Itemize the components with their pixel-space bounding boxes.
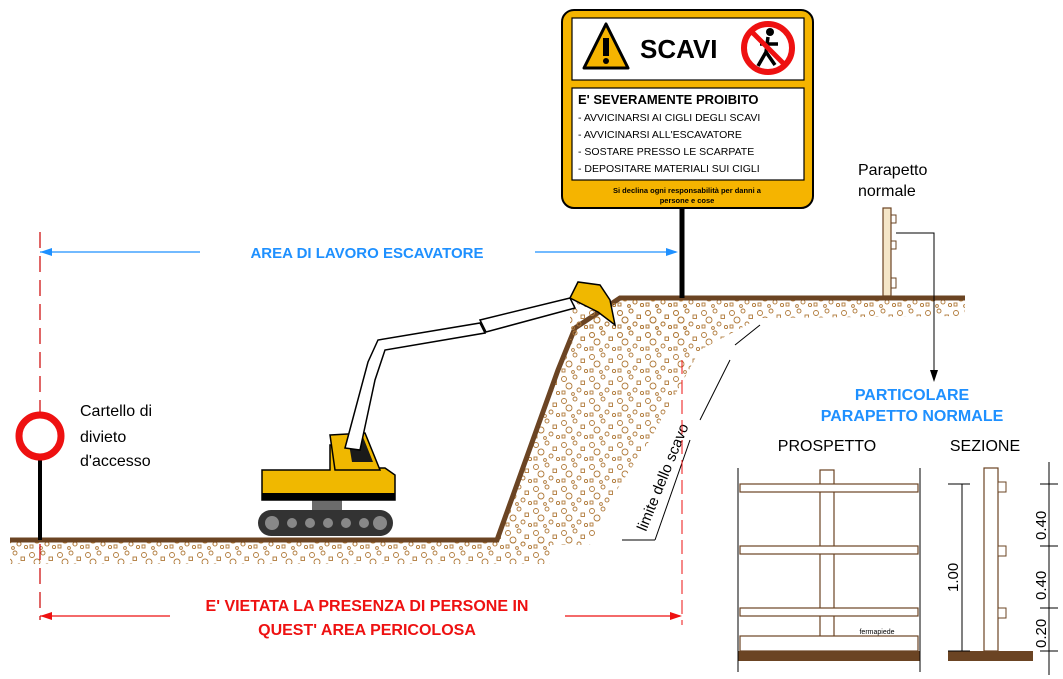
no-entry-sign [15, 411, 65, 540]
mid-spacing-label: 0.40 [1033, 571, 1050, 600]
detail-title-1: PARTICOLARE [855, 387, 970, 404]
sign-disclaimer-line1: Si declina ogni responsabilità per danni… [613, 186, 762, 195]
parapet-label-2: normale [858, 183, 916, 200]
lower-ground-gravel [10, 542, 550, 564]
elevation-toe-board [739, 635, 919, 652]
detail-title-2: PARAPETTO NORMALE [821, 408, 1004, 425]
elevation-lower-rail [739, 607, 919, 617]
section-label: SEZIONE [950, 438, 1020, 455]
sign-rules-panel [571, 87, 805, 181]
prohibited-heading: E' SEVERAMENTE PROIBITO [578, 92, 759, 107]
danger-area-dimension: E' VIETATA LA PRESENZA DI PERSONE IN QUE… [40, 360, 683, 639]
danger-label-line2: QUEST' AREA PERICOLOSA [258, 622, 476, 639]
parapet-label-1: Parapetto [858, 162, 927, 179]
excavator-boom [344, 322, 487, 451]
parapet [882, 207, 938, 382]
sign-title: SCAVI [640, 34, 718, 64]
scavi-sign: SCAVI E' SEVERAMENTE PROIBITO - AVVICINA… [561, 9, 814, 209]
excavator-body [261, 444, 396, 501]
elevation-base [738, 651, 920, 661]
no-entry-icon [15, 411, 65, 461]
section-post [983, 467, 999, 652]
danger-label-line1: E' VIETATA LA PRESENZA DI PERSONE IN [206, 598, 529, 615]
sign-rule: - AVVICINARSI AI CIGLI DEGLI SCAVI [578, 112, 760, 124]
top-spacing-label: 0.40 [1033, 511, 1050, 540]
sign-disclaimer-line2: persone e cose [660, 196, 715, 205]
section-base [948, 651, 1033, 661]
bottom-spacing-label: 0.20 [1033, 619, 1050, 648]
elevation-post [819, 469, 835, 652]
toe-board-label: fermapiede [859, 629, 894, 636]
sign-rule: - AVVICINARSI ALL'ESCAVATORE [578, 129, 742, 141]
sign-rule: - DEPOSITARE MATERIALI SUI CIGLI [578, 163, 760, 175]
elevation-drawing: fermapiede [737, 468, 921, 672]
excavation-limit-lines [622, 324, 761, 541]
section-drawing: 1.00 0.40 0.40 0.20 [945, 462, 1058, 675]
access-sign-label-2: divieto [80, 429, 126, 446]
access-sign-label-1: Cartello di [80, 403, 152, 420]
access-sign-label-3: d'accesso [80, 453, 151, 470]
ground-surface-line [10, 295, 965, 543]
elevation-label: PROSPETTO [778, 438, 876, 455]
elevation-top-rail [739, 483, 919, 493]
elevation-mid-rail [739, 545, 919, 555]
detail-leader-line [896, 232, 935, 375]
sign-rule: - SOSTARE PRESSO LE SCARPATE [578, 146, 754, 158]
excavator-bucket [568, 281, 617, 327]
ground-profile [10, 295, 965, 564]
parapet-post [882, 207, 892, 297]
total-height-label: 1.00 [945, 563, 962, 592]
excavator [258, 281, 617, 536]
work-area-label: AREA DI LAVORO ESCAVATORE [250, 245, 483, 262]
excavator-stick [478, 297, 577, 333]
